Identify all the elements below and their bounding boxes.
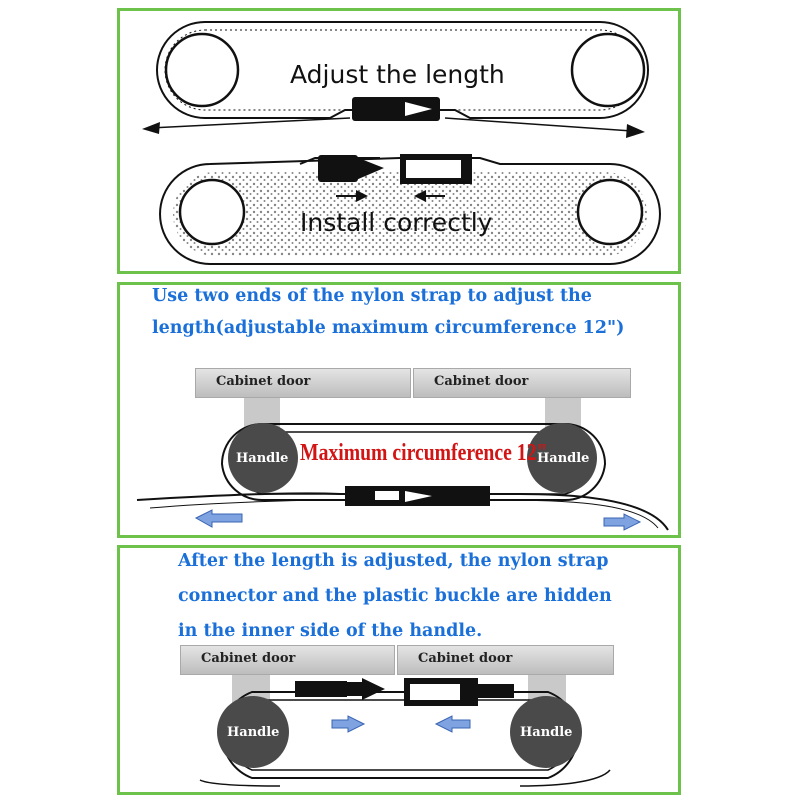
buckle-male: [318, 155, 358, 182]
pulley-top-left: [164, 32, 240, 108]
pulley-bottom-left: [178, 178, 246, 246]
pulley-bottom-right: [576, 178, 644, 246]
caption-p3-line3: in the inner side of the handle.: [178, 621, 483, 641]
strap-loop-p2: [220, 423, 607, 502]
handle-knob-left-p2: [228, 423, 298, 493]
blue-arrow-right-icon-p3: [331, 715, 366, 733]
handle-knob-left-p3: [217, 696, 289, 768]
buckle-top: [352, 97, 440, 121]
arrow-in-right-icon: [356, 190, 368, 202]
cabinet-door-right-p3: Cabinet door: [397, 645, 614, 675]
cabinet-door-left-p2: Cabinet door: [195, 368, 411, 398]
caption-p3-line2: connector and the plastic buckle are hid…: [178, 586, 612, 606]
blue-arrow-left-icon-p2: [194, 509, 243, 528]
label-adjust-length: Adjust the length: [290, 60, 505, 89]
handle-label-right-p2: Handle: [537, 451, 589, 466]
buckle-male-p3: [340, 678, 385, 700]
arrow-right-icon: [626, 124, 645, 138]
label-max-circumference: Maximum circumference 12": [300, 440, 548, 466]
cabinet-door-right-p2: Cabinet door: [413, 368, 631, 398]
blue-arrow-right-icon-p2: [603, 513, 642, 531]
blue-arrow-left-icon-p3: [434, 715, 471, 733]
caption-p3-line1: After the length is adjusted, the nylon …: [178, 551, 609, 571]
handle-label-right-p3: Handle: [520, 725, 572, 740]
caption-p2-line2: length(adjustable maximum circumference …: [152, 318, 625, 338]
arrow-in-left-icon: [414, 190, 426, 202]
cabinet-door-left-p3: Cabinet door: [180, 645, 395, 675]
handle-label-left-p2: Handle: [236, 451, 288, 466]
pulley-top-right: [570, 32, 646, 108]
handle-knob-right-p3: [510, 696, 582, 768]
arrow-left-icon: [142, 122, 160, 134]
label-install-correctly: Install correctly: [300, 208, 493, 237]
caption-p2-line1: Use two ends of the nylon strap to adjus…: [152, 286, 592, 306]
handle-label-left-p3: Handle: [227, 725, 279, 740]
handle-knob-right-p2: [527, 423, 597, 493]
